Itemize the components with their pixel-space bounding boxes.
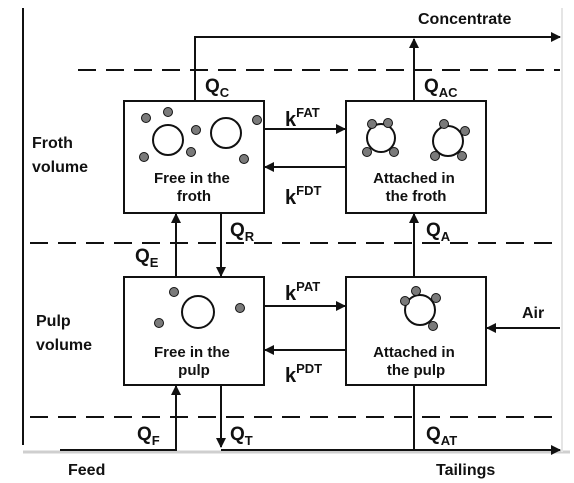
concentrate-flow-arrow [194, 32, 561, 101]
qat-label: QAT [426, 424, 457, 448]
qa-label: QA [426, 220, 451, 244]
box-free-pulp [123, 276, 265, 386]
free-froth-label: Free in the froth [154, 170, 234, 205]
qc-label: QC [205, 76, 230, 100]
qac-label: QAC [424, 76, 458, 100]
feed-flow-arrow [60, 385, 181, 451]
attached-pulp-label: Attached in the pulp [373, 344, 459, 379]
free-froth-particles-icon [139, 107, 262, 164]
air-label: Air [522, 305, 544, 322]
attached-pulp-particles-icon [400, 286, 441, 331]
kfdt-label: kFDT [285, 183, 321, 209]
qe-label: QE [135, 246, 159, 270]
kfat-label: kFAT [285, 105, 320, 131]
qf-label: QF [137, 424, 160, 448]
kpdt-label: kPDT [285, 361, 322, 387]
froth-volume-label: Froth volume [32, 135, 88, 176]
feed-label: Feed [68, 462, 105, 479]
attached-froth-particles-icon [362, 118, 470, 161]
pulp-volume-label: Pulp volume [36, 313, 92, 354]
attached-froth-label: Attached in the froth [373, 170, 459, 205]
free-pulp-particles-icon [154, 287, 245, 329]
tailings-label: Tailings [436, 462, 495, 479]
free-pulp-label: Free in the pulp [154, 344, 234, 379]
qt-label: QT [230, 424, 253, 448]
kpat-label: kPAT [285, 279, 320, 305]
concentrate-label: Concentrate [418, 11, 511, 28]
qr-label: QR [230, 220, 255, 244]
